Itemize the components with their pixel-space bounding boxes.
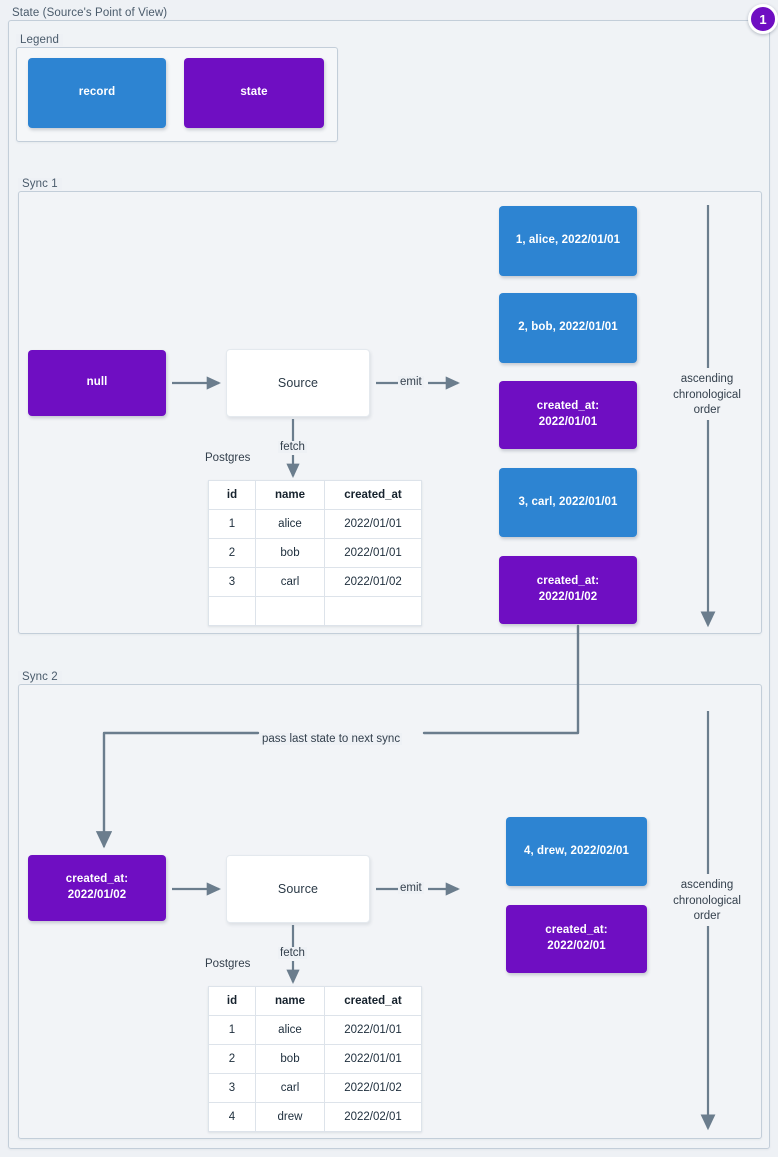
sync1-emitted-state-1-line2: 2022/01/01 <box>538 416 598 428</box>
cell-id: 2 <box>208 538 256 568</box>
sync2-input-state-line2: 2022/01/02 <box>67 889 127 901</box>
sync1-postgres-label: Postgres <box>205 452 251 464</box>
legend-swatch-state: state <box>184 58 324 128</box>
cell-created-at: 2022/01/01 <box>324 509 422 539</box>
cell-created-at: 2022/01/01 <box>324 1015 422 1045</box>
cell-name: alice <box>255 1015 325 1045</box>
sync1-order-note: ascending chronological order <box>673 373 741 417</box>
cell-id: 1 <box>208 509 256 539</box>
cell-id: 2 <box>208 1044 256 1074</box>
sync1-emitted-state-1: created_at: 2022/01/01 <box>499 381 637 449</box>
sync2-emitted-state-1-line2: 2022/02/01 <box>547 940 606 952</box>
table-row: 3 carl 2022/01/02 <box>208 567 422 597</box>
sync2-col-id: id <box>208 986 256 1016</box>
sync1-col-id: id <box>208 480 256 510</box>
diagram-title: State (Source's Point of View) <box>8 7 172 19</box>
sync2-emitted-state-1: created_at: 2022/02/01 <box>506 905 647 973</box>
legend-label-state: state <box>240 86 268 99</box>
sync2-input-state-line1: created_at: <box>65 873 129 886</box>
table-row <box>208 596 422 626</box>
sync1-emitted-record-2: 2, bob, 2022/01/01 <box>499 293 637 363</box>
sync2-db-table: id name created_at 1 alice 2022/01/01 2 … <box>208 986 422 1132</box>
cell-id <box>208 596 256 626</box>
sync2-emit-label: emit <box>398 882 424 894</box>
sync2-emitted-record-1: 4, drew, 2022/02/01 <box>506 817 647 886</box>
sync1-emitted-record-3-label: 3, carl, 2022/01/01 <box>518 495 618 508</box>
sync2-emitted-state-1-line1: created_at: <box>545 924 608 937</box>
legend-label-record: record <box>78 86 116 99</box>
cell-created-at: 2022/01/01 <box>324 538 422 568</box>
sync2-emitted-record-1-label: 4, drew, 2022/02/01 <box>523 844 630 857</box>
sync1-emitted-state-2: created_at: 2022/01/02 <box>499 556 637 624</box>
sync2-col-created-at: created_at <box>324 986 422 1016</box>
sync1-emitted-state-1-line1: created_at: <box>536 400 600 413</box>
table-header-row: id name created_at <box>208 986 422 1016</box>
legend-swatch-record: record <box>28 58 166 128</box>
cell-created-at: 2022/01/02 <box>324 567 422 597</box>
cell-name <box>255 596 325 626</box>
table-row: 4 drew 2022/02/01 <box>208 1102 422 1132</box>
cell-name: bob <box>255 538 325 568</box>
cell-id: 4 <box>208 1102 256 1132</box>
sync1-title: Sync 1 <box>18 178 62 190</box>
sync2-source-label: Source <box>277 881 319 896</box>
sync1-emitted-record-1: 1, alice, 2022/01/01 <box>499 206 637 276</box>
table-header-row: id name created_at <box>208 480 422 510</box>
pass-state-label: pass last state to next sync <box>260 733 403 745</box>
sync1-emitted-record-3: 3, carl, 2022/01/01 <box>499 468 637 537</box>
sync1-fetch-label: fetch <box>278 441 307 453</box>
cell-created-at: 2022/02/01 <box>324 1102 422 1132</box>
sync1-emitted-record-2-label: 2, bob, 2022/01/01 <box>518 321 618 334</box>
sync2-fetch-label: fetch <box>278 947 307 959</box>
table-row: 1 alice 2022/01/01 <box>208 509 422 539</box>
sync2-input-state: created_at: 2022/01/02 <box>28 855 166 921</box>
sync2-postgres-label: Postgres <box>205 958 251 970</box>
sync1-col-created-at: created_at <box>324 480 422 510</box>
sync1-col-name: name <box>255 480 325 510</box>
cell-created-at <box>324 596 422 626</box>
legend-title: Legend <box>16 34 63 46</box>
cell-name: alice <box>255 509 325 539</box>
step-badge[interactable]: 1 <box>748 4 778 34</box>
cell-name: drew <box>255 1102 325 1132</box>
sync2-source-node: Source <box>226 855 370 923</box>
sync1-source-label: Source <box>277 375 319 390</box>
cell-created-at: 2022/01/02 <box>324 1073 422 1103</box>
step-badge-label: 1 <box>759 11 767 27</box>
table-row: 1 alice 2022/01/01 <box>208 1015 422 1045</box>
cell-id: 3 <box>208 567 256 597</box>
sync1-db-table: id name created_at 1 alice 2022/01/01 2 … <box>208 480 422 626</box>
cell-name: carl <box>255 1073 325 1103</box>
cell-id: 1 <box>208 1015 256 1045</box>
cell-id: 3 <box>208 1073 256 1103</box>
cell-name: carl <box>255 567 325 597</box>
sync1-source-node: Source <box>226 349 370 417</box>
sync1-emitted-state-2-line1: created_at: <box>536 575 600 588</box>
sync1-emit-label: emit <box>398 376 424 388</box>
table-row: 2 bob 2022/01/01 <box>208 1044 422 1074</box>
cell-name: bob <box>255 1044 325 1074</box>
sync2-title: Sync 2 <box>18 671 62 683</box>
sync2-order-note: ascending chronological order <box>673 879 741 923</box>
cell-created-at: 2022/01/01 <box>324 1044 422 1074</box>
sync1-emitted-state-2-line2: 2022/01/02 <box>538 591 598 603</box>
sync1-emitted-record-1-label: 1, alice, 2022/01/01 <box>515 234 621 247</box>
sync2-col-name: name <box>255 986 325 1016</box>
table-row: 2 bob 2022/01/01 <box>208 538 422 568</box>
sync1-input-state: null <box>28 350 166 416</box>
sync1-input-state-label: null <box>86 376 108 389</box>
table-row: 3 carl 2022/01/02 <box>208 1073 422 1103</box>
